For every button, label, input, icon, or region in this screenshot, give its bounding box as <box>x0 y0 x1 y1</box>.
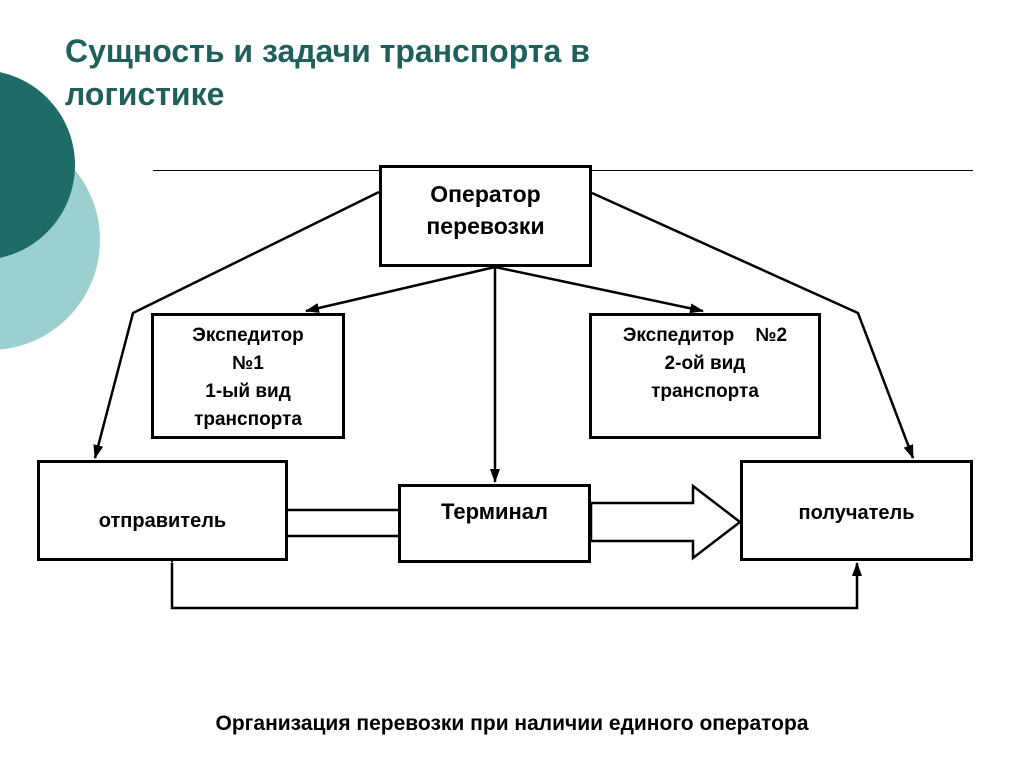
receiver-label: получатель <box>798 502 915 524</box>
operator-label-line-1: Оператор <box>430 181 541 207</box>
operator-label-line-2: перевозки <box>426 213 545 239</box>
terminal-box: Терминал <box>398 484 591 563</box>
arrow-operator-sender <box>93 181 393 459</box>
expeditor1-label-line-2: №1 <box>232 353 264 374</box>
terminal-label: Терминал <box>440 499 549 524</box>
arrow-operator-receiver <box>578 183 915 459</box>
expeditor2-label-line-1: Экспедитор №2 <box>622 325 788 346</box>
arrow-operator-to-expeditor1 <box>305 265 496 313</box>
diagram-caption: Организация перевозки при наличии единог… <box>215 712 809 735</box>
operator-box: Оператор перевозки <box>379 165 592 267</box>
sender-box: отправитель <box>37 460 288 561</box>
sender-label: отправитель <box>98 510 227 532</box>
arrow-sender-receiver-loop <box>167 550 862 610</box>
expeditor1-box: Экспедитор №1 1-ый вид транспорта <box>151 313 345 439</box>
slide-title-line-2: логистике <box>65 76 225 112</box>
expeditor2-box: Экспедитор №2 2-ой вид транспорта <box>589 313 821 439</box>
expeditor1-label-line-1: Экспедитор <box>192 325 304 346</box>
decorative-circles <box>0 72 100 350</box>
slide-title-line-1: Сущность и задачи транспорта в <box>65 33 590 69</box>
block-arrow-terminal-receiver <box>589 483 743 561</box>
expeditor2-label-line-3: транспорта <box>651 381 759 402</box>
expeditor1-label-line-3: 1-ый вид <box>205 381 291 402</box>
expeditor1-label-line-4: транспорта <box>194 409 302 430</box>
receiver-box: получатель <box>740 460 973 561</box>
dark-teal-circle <box>0 72 75 258</box>
arrow-operator-to-expeditor2 <box>494 265 704 314</box>
expeditor2-label-line-2: 2-ой вид <box>664 353 746 374</box>
slide-title: Сущность и задачи транспорта в логистике <box>65 30 725 116</box>
